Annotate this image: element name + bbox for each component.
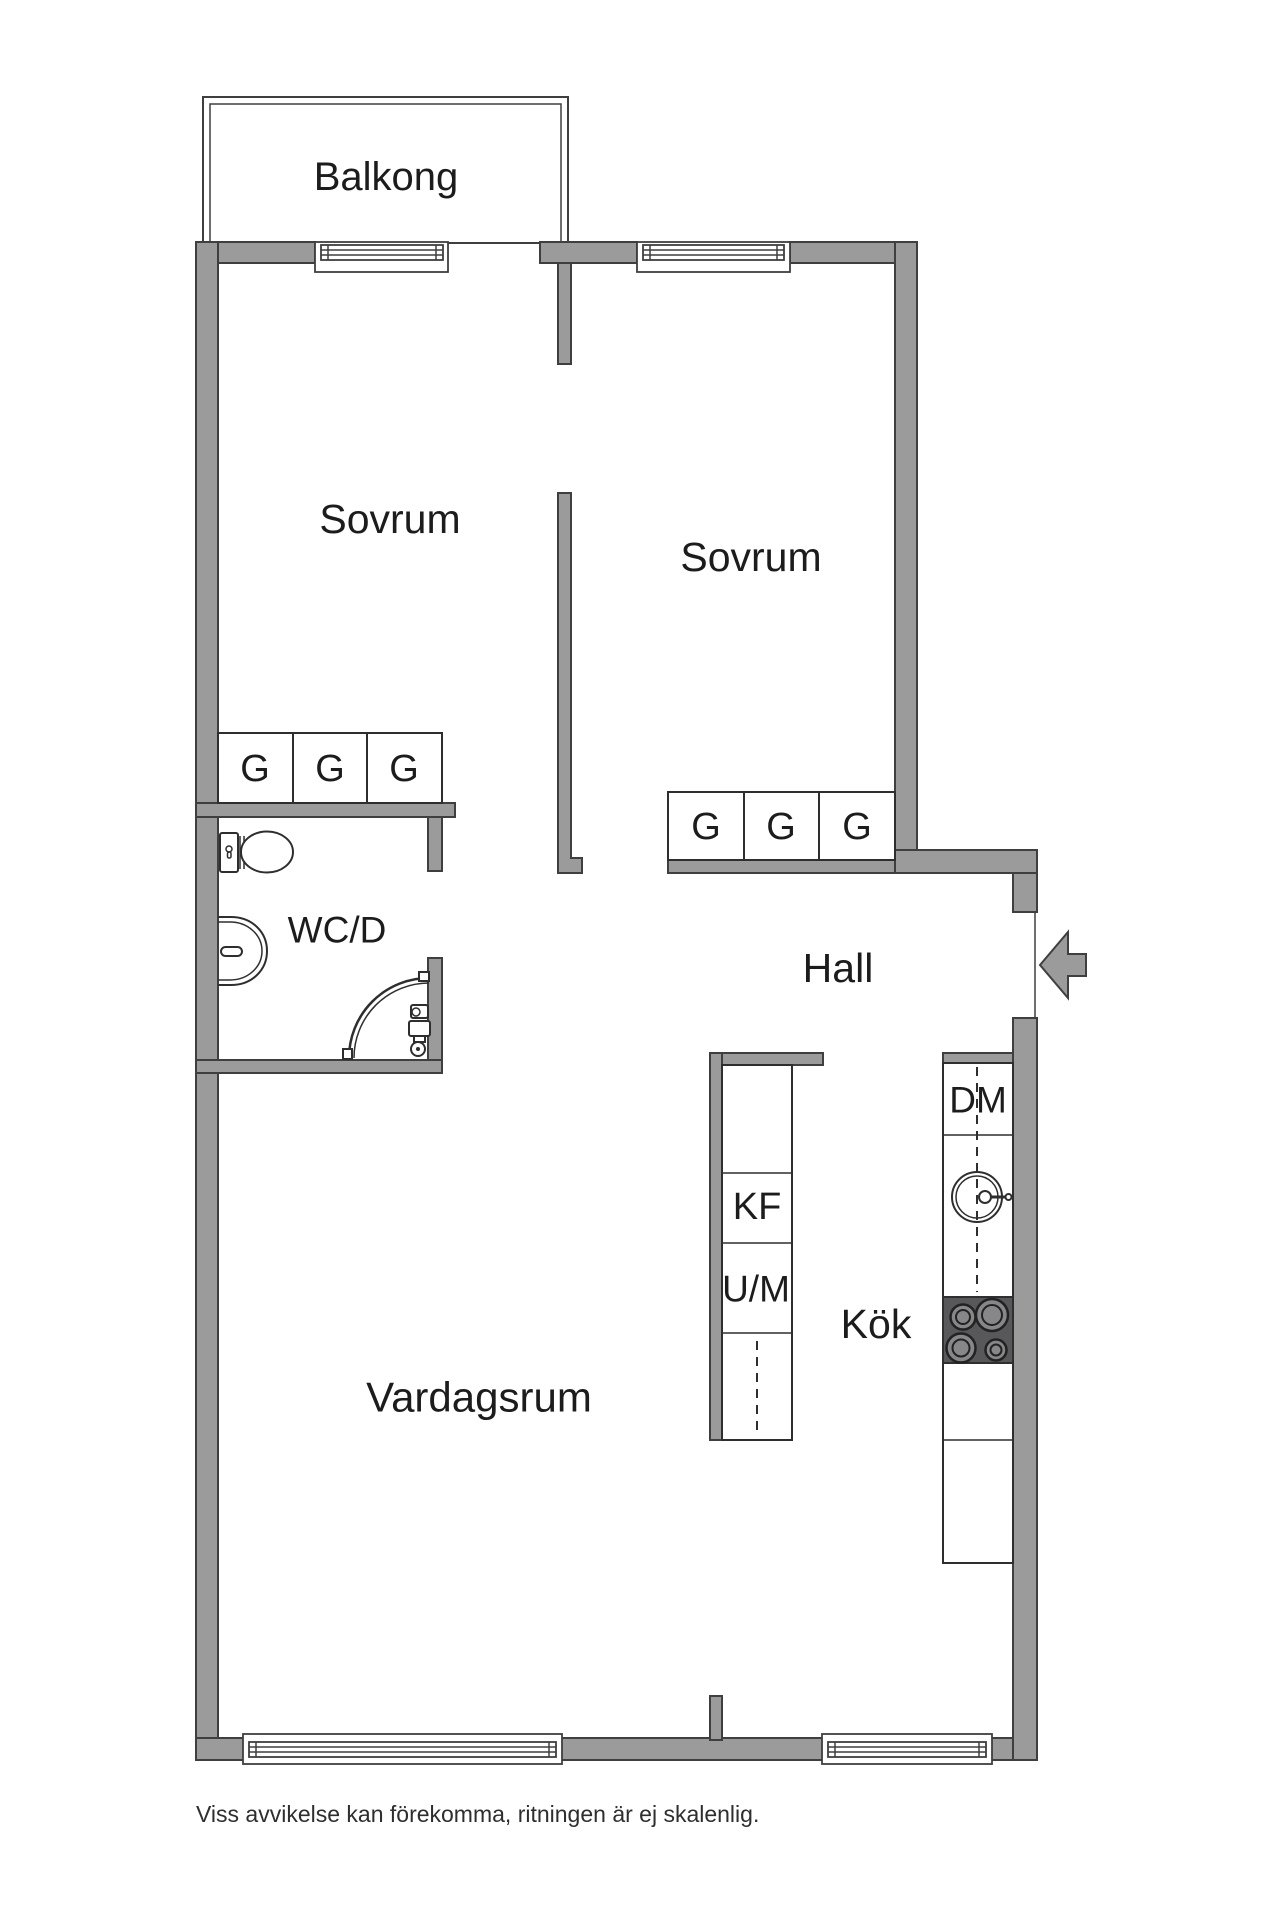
wardrobe-label: G	[389, 748, 419, 790]
burner-ring	[951, 1338, 971, 1358]
shower-mixer-knob	[411, 1007, 421, 1017]
room-label-kitchen: Kök	[841, 1301, 912, 1347]
footer-disclaimer: Viss avvikelse kan förekomma, ritningen …	[196, 1801, 759, 1827]
wall-top-middle	[539, 241, 638, 264]
wall-bottom-stub	[709, 1695, 723, 1741]
sink-icon	[218, 916, 269, 986]
room-label-bedroom-right: Sovrum	[680, 534, 821, 580]
room-label-living-room: Vardagsrum	[366, 1374, 592, 1421]
wardrobe-label: G	[842, 806, 872, 848]
kitchen-sink-icon	[951, 1171, 1013, 1223]
wall-island-top	[709, 1052, 824, 1066]
sink-tap	[220, 946, 243, 957]
balcony: Balkong	[202, 96, 569, 244]
room-labels: Sovrum Sovrum WC/D Hall Kök Vardagsrum	[288, 496, 912, 1421]
sink-faucet-base	[978, 1190, 992, 1204]
wardrobe-box	[667, 791, 896, 861]
window-frame	[320, 244, 444, 261]
fridge-freezer-label: KF	[733, 1186, 782, 1228]
shower-mixer-spout	[413, 1035, 426, 1043]
wardrobe-label: G	[240, 748, 270, 790]
shower-screen-inner	[353, 982, 430, 1059]
sink-faucet-end	[1004, 1193, 1013, 1201]
wall-island-left	[709, 1052, 723, 1441]
room-label-hall: Hall	[803, 945, 874, 991]
wall-bedroom2-sill	[667, 859, 896, 874]
shower-screen-cap	[342, 1048, 353, 1060]
window-livingroom	[242, 1733, 563, 1765]
windows	[242, 241, 993, 1765]
shower-mixer-body	[408, 1020, 431, 1037]
wall-bathroom-right-upper	[427, 816, 443, 872]
wall-right-upper	[894, 241, 918, 863]
walls	[195, 241, 1038, 1761]
wall-left	[195, 241, 219, 1761]
kitchen-cabinets: DM	[942, 1062, 1014, 1564]
floor-drain-center	[416, 1047, 420, 1051]
wall-bathroom-bottom	[195, 1059, 443, 1074]
shower-screen-outer	[347, 976, 430, 1059]
room-label-bedroom-left: Sovrum	[319, 496, 460, 542]
wall-bathroom-right-lower	[427, 957, 443, 1074]
floor-drain-icon	[410, 1041, 426, 1057]
bathroom-fixtures	[218, 830, 431, 1060]
window-bedroom1	[314, 241, 449, 273]
shower-icon	[342, 971, 431, 1060]
window-kitchen	[821, 1733, 993, 1765]
window-frame	[642, 244, 785, 261]
room-label-balcony: Balkong	[314, 155, 459, 199]
sink-basin	[218, 921, 263, 981]
washing-machine-label: U/M	[722, 1269, 790, 1310]
wall-hall-top	[894, 849, 1038, 874]
burner	[945, 1332, 977, 1364]
island-cabinet-run	[721, 1064, 793, 1441]
burner-ring	[981, 1304, 1003, 1326]
window-frame	[827, 1741, 987, 1758]
wall-bedroom-divider-upper	[557, 262, 572, 365]
burner-ring	[955, 1309, 971, 1325]
toilet-icon	[219, 830, 294, 874]
shower-screen-cap	[418, 971, 430, 982]
wardrobe-label: G	[315, 748, 345, 790]
window-bedroom2	[636, 241, 791, 273]
dishwasher-label: DM	[949, 1080, 1007, 1121]
wall-bedroom-divider-lower	[557, 492, 583, 874]
sink-outline	[218, 916, 269, 986]
room-label-bathroom: WC/D	[288, 910, 387, 951]
wall-entry-jamb-top	[1012, 872, 1038, 913]
wardrobes-bedroom2: G G G	[667, 791, 896, 861]
burner-ring	[989, 1343, 1003, 1357]
wardrobe-label: G	[766, 806, 796, 848]
burner	[974, 1297, 1010, 1333]
entrance	[1034, 912, 1087, 1018]
entrance-arrow-icon	[1038, 929, 1087, 1001]
burner	[949, 1303, 977, 1331]
wardrobe-label: G	[691, 806, 721, 848]
window-frame	[248, 1741, 557, 1758]
wall-right-lower	[1012, 1017, 1038, 1761]
wall-bathroom-top	[195, 802, 456, 818]
stove-icon	[942, 1296, 1014, 1364]
kitchen-island: KF U/M	[721, 1064, 793, 1441]
toilet-bowl	[240, 830, 294, 874]
wardrobe-box	[217, 732, 443, 804]
toilet-button	[226, 851, 232, 859]
wardrobes-bedroom1: G G G	[217, 732, 443, 804]
burner	[984, 1338, 1008, 1362]
